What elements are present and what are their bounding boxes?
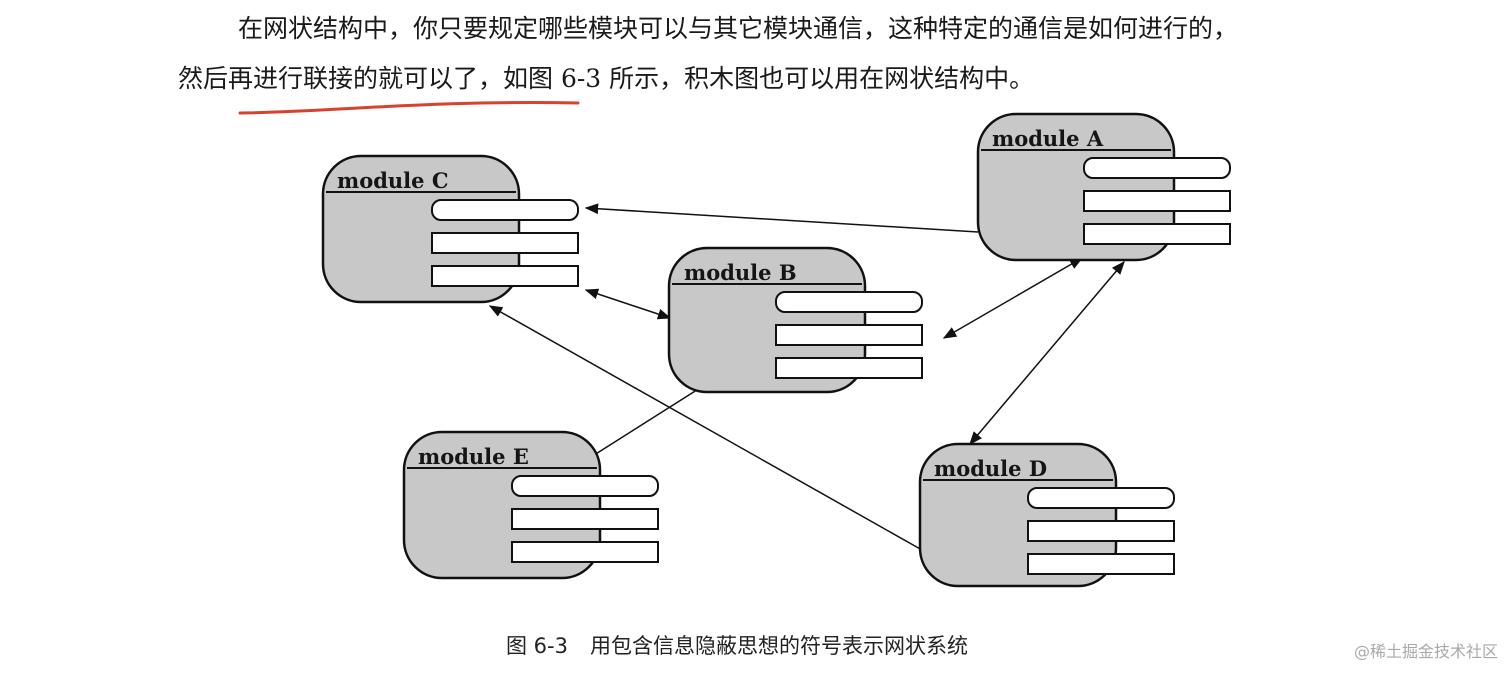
connection-b-to-e — [578, 387, 701, 465]
module-c-port-2 — [431, 232, 579, 254]
module-c: module C — [321, 154, 579, 304]
connection-a-d — [969, 260, 1125, 446]
figure-caption-text: 用包含信息隐蔽思想的符号表示网状系统 — [589, 634, 968, 658]
figure-caption: 图 6-3 用包含信息隐蔽思想的符号表示网状系统 — [506, 630, 1106, 660]
module-d-port-1 — [1027, 487, 1175, 509]
connection-a-b — [942, 257, 1084, 339]
watermark: @稀土掘金技术社区 — [1353, 642, 1498, 661]
module-c-port-1 — [431, 199, 579, 221]
module-e-port-3 — [511, 541, 659, 563]
module-e-port-1 — [511, 475, 659, 497]
module-a-port-1 — [1083, 157, 1231, 179]
connection-lines — [488, 203, 1125, 551]
connection-c-b — [584, 288, 672, 320]
figure-number: 图 6-3 — [506, 634, 568, 658]
module-a-port-3 — [1083, 223, 1231, 245]
connection-a-to-c — [584, 203, 979, 233]
paragraph-line-2: 然后再进行联接的就可以了，如图 6-3 所示，积木图也可以用在网状结构中。 — [178, 64, 1035, 93]
module-e-label: module E — [418, 444, 529, 469]
module-b-label: module B — [684, 260, 797, 285]
module-d-label: module D — [934, 456, 1047, 481]
module-b: module B — [667, 246, 923, 394]
module-b-port-2 — [775, 324, 923, 346]
module-b-port-1 — [775, 291, 923, 313]
paragraph-line-1: 在网状结构中，你只要规定哪些模块可以与其它模块通信，这种特定的通信是如何进行的， — [238, 14, 1239, 43]
module-a-label: module A — [992, 126, 1104, 151]
body-paragraph: 在网状结构中，你只要规定哪些模块可以与其它模块通信，这种特定的通信是如何进行的，… — [178, 4, 1428, 104]
module-d: module D — [918, 442, 1175, 588]
module-d-port-2 — [1027, 520, 1175, 542]
connection-d-to-c — [488, 305, 923, 551]
module-e: module E — [402, 430, 659, 580]
module-b-port-3 — [775, 357, 923, 379]
module-a-port-2 — [1083, 190, 1231, 212]
module-d-port-3 — [1027, 553, 1175, 575]
module-e-port-2 — [511, 508, 659, 530]
module-c-label: module C — [337, 168, 449, 193]
module-c-port-3 — [431, 265, 579, 287]
module-a: module A — [976, 112, 1231, 262]
